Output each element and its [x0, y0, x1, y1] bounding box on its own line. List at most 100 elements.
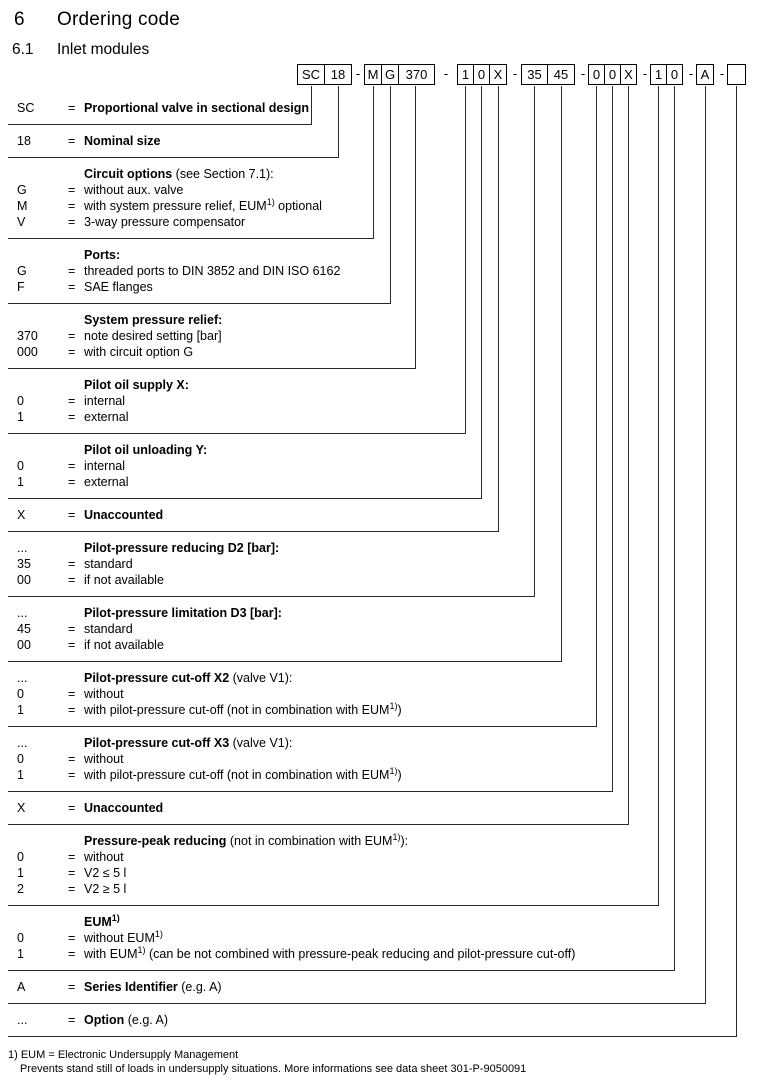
code-box: X	[489, 64, 507, 85]
row-code: 0	[17, 931, 24, 945]
equals-sign: =	[68, 866, 76, 880]
row-line: X=Unaccounted	[0, 800, 773, 816]
code-separator: -	[688, 66, 694, 81]
equals-sign: =	[68, 931, 76, 945]
row-line: Pilot oil supply X:	[0, 377, 773, 393]
row-description: SAE flanges	[84, 280, 153, 294]
connector-vline	[561, 86, 562, 662]
row-line: ...Pilot-pressure cut-off X3 (valve V1):	[0, 735, 773, 751]
connector-underline	[8, 1036, 737, 1037]
row-line: 00=if not available	[0, 572, 773, 588]
row-code: V	[17, 215, 26, 229]
row-line: 0=internal	[0, 393, 773, 409]
row-line: M=with system pressure relief, EUM1) opt…	[0, 197, 773, 214]
equals-sign: =	[68, 947, 76, 961]
row-code: 0	[17, 459, 24, 473]
connector-underline	[8, 905, 659, 906]
connector-vline	[338, 86, 339, 158]
row-description: without aux. valve	[84, 183, 184, 197]
row-line: 0=internal	[0, 458, 773, 474]
equals-sign: =	[68, 508, 76, 522]
row-description: internal	[84, 394, 125, 408]
row-code: 00	[17, 638, 31, 652]
code-box: 0	[473, 64, 490, 85]
row-line: 2=V2 ≥ 5 l	[0, 881, 773, 897]
row-description: Pilot-pressure reducing D2 [bar]:	[84, 541, 280, 555]
row-code: 370	[17, 329, 38, 343]
connector-vline	[465, 86, 466, 434]
equals-sign	[68, 312, 84, 328]
equals-sign: =	[68, 850, 76, 864]
code-box: 0	[604, 64, 621, 85]
row-code: ...	[17, 606, 28, 620]
row-description: without	[84, 687, 124, 701]
equals-sign	[68, 247, 84, 263]
code-box: 45	[547, 64, 575, 85]
row-code: G	[17, 183, 27, 197]
code-box: 370	[398, 64, 435, 85]
row-code	[0, 442, 68, 458]
ordering-row: ...Pilot-pressure cut-off X2 (valve V1):…	[0, 661, 773, 726]
row-code	[0, 166, 68, 182]
row-description: Pilot-pressure cut-off X3 (valve V1):	[84, 736, 293, 750]
row-code: ...	[17, 671, 28, 685]
equals-sign	[68, 914, 84, 930]
row-line: ... Pilot-pressure limitation D3 [bar]:	[0, 605, 773, 621]
row-line: System pressure relief:	[0, 312, 773, 328]
equals-sign: =	[68, 215, 76, 229]
code-box: SC	[297, 64, 325, 85]
row-code: 45	[17, 622, 31, 636]
equals-sign	[68, 735, 84, 751]
row-code	[0, 247, 68, 263]
ordering-row: Pressure-peak reducing (not in combinati…	[0, 824, 773, 905]
equals-sign	[68, 833, 84, 849]
row-line: G=without aux. valve	[0, 182, 773, 198]
equals-sign: =	[68, 638, 76, 652]
equals-sign: =	[68, 199, 76, 213]
row-code: ...	[17, 1013, 28, 1027]
row-code: ...	[17, 541, 28, 555]
ordering-code-rows: SC=Proportional valve in sectional desig…	[0, 86, 773, 1037]
row-code	[0, 833, 68, 849]
row-description: standard	[84, 557, 133, 571]
row-description: threaded ports to DIN 3852 and DIN ISO 6…	[84, 264, 341, 278]
equals-sign: =	[68, 622, 76, 636]
row-code: 1	[17, 703, 24, 717]
equals-sign: =	[68, 345, 76, 359]
ordering-row: ...=Option (e.g. A)	[0, 1003, 773, 1036]
row-code: X	[17, 508, 26, 522]
row-code	[0, 377, 68, 393]
row-description: Pressure-peak reducing (not in combinati…	[84, 831, 409, 848]
connector-vline	[311, 86, 312, 125]
ordering-row: EUM1)0=without EUM1)1=with EUM1) (can be…	[0, 905, 773, 970]
row-description: if not available	[84, 573, 164, 587]
row-line: F=SAE flanges	[0, 279, 773, 295]
row-line: 0=without EUM1)	[0, 929, 773, 946]
row-description: with EUM1) (can be not combined with pre…	[84, 944, 576, 961]
row-description: Series Identifier (e.g. A)	[84, 980, 222, 994]
connector-vline	[596, 86, 597, 727]
row-code: 000	[17, 345, 38, 359]
equals-sign: =	[68, 329, 76, 343]
row-code: 0	[17, 687, 24, 701]
code-separator: -	[580, 66, 586, 81]
row-line: Pilot oil unloading Y:	[0, 442, 773, 458]
equals-sign: =	[68, 573, 76, 587]
ordering-row: ... Pilot-pressure limitation D3 [bar]: 45…	[0, 596, 773, 661]
ordering-row: Circuit options (see Section 7.1):G=with…	[0, 157, 773, 238]
equals-sign: =	[68, 134, 76, 148]
connector-underline	[8, 791, 613, 792]
row-code: 0	[17, 394, 24, 408]
connector-vline	[628, 86, 629, 825]
row-code: 18	[17, 134, 31, 148]
row-code: X	[17, 801, 26, 815]
connector-underline	[8, 124, 312, 125]
row-code	[0, 914, 68, 930]
row-description: Pilot-pressure limitation D3 [bar]:	[84, 606, 282, 620]
row-description: Nominal size	[84, 134, 161, 148]
ordering-row: X=Unaccounted	[0, 498, 773, 531]
connector-underline	[8, 238, 374, 239]
connector-underline	[8, 433, 466, 434]
